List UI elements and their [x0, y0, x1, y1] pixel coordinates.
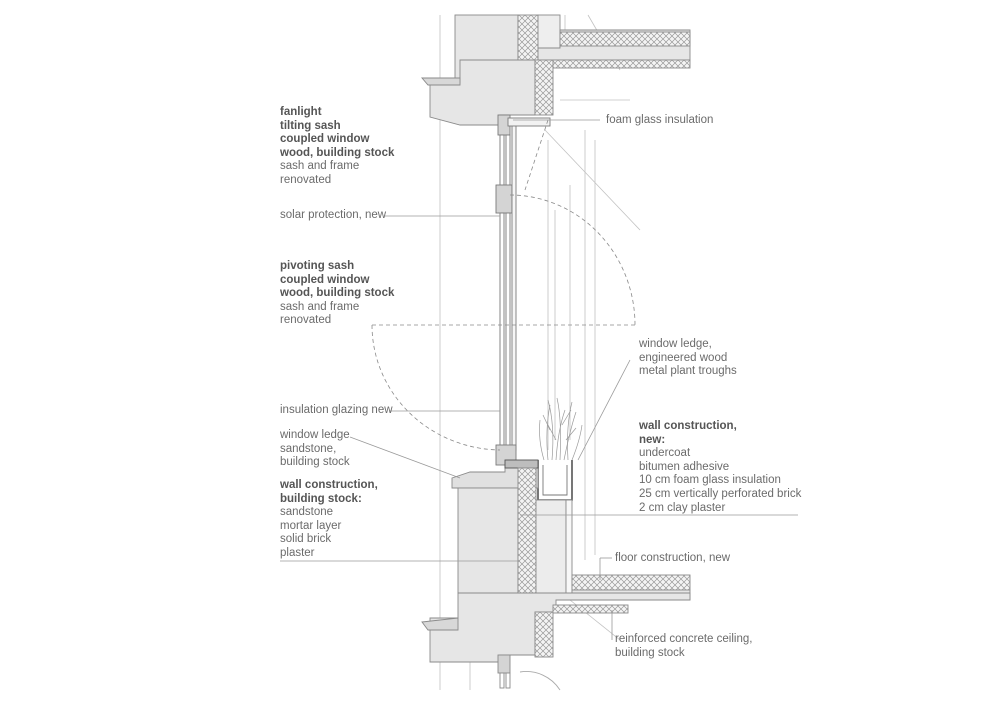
label-foam-glass: foam glass insulation: [606, 114, 713, 128]
label-line: coupled window: [280, 133, 370, 146]
label-line: wood, building stock: [280, 146, 395, 159]
label-line: tilting sash: [280, 119, 341, 132]
label-line: sash and frame: [280, 160, 360, 173]
label-floor-new: floor construction, new: [615, 552, 730, 566]
label-window-ledge-sandstone: window ledge sandstone, building stock: [280, 429, 350, 470]
label-line: plaster: [280, 546, 315, 559]
label-line: fanlight: [280, 106, 322, 118]
label-line: 25 cm vertically perforated brick: [639, 487, 802, 500]
label-insulation-glazing: insulation glazing new: [280, 404, 393, 418]
label-line: engineered wood: [639, 351, 728, 364]
label-line: new:: [639, 433, 666, 446]
label-window-ledge-wood: window ledge, engineered wood metal plan…: [639, 338, 737, 379]
label-line: window ledge: [280, 429, 350, 441]
label-line: coupled window: [280, 273, 370, 286]
leader-lines: [280, 119, 798, 640]
swing-arcs: [371, 119, 636, 451]
label-line: solar protection, new: [280, 209, 387, 221]
label-line: floor construction, new: [615, 552, 731, 564]
label-line: pivoting sash: [280, 260, 355, 272]
label-line: 10 cm foam glass insulation: [639, 474, 781, 487]
label-line: mortar layer: [280, 519, 342, 532]
plant-trough: [537, 397, 583, 501]
label-line: wall construction,: [280, 479, 378, 491]
label-line: building stock:: [280, 492, 362, 505]
label-line: renovated: [280, 173, 332, 186]
label-wall-new: wall construction, new: undercoat bitume…: [639, 420, 801, 515]
label-line: bitumen adhesive: [639, 460, 730, 473]
label-line: metal plant troughs: [639, 365, 737, 378]
label-line: solid brick: [280, 533, 332, 546]
label-line: sash and frame: [280, 300, 360, 313]
label-line: sandstone: [280, 506, 334, 519]
label-line: foam glass insulation: [606, 114, 714, 126]
upper-lintel: [421, 14, 691, 126]
label-line: building stock: [615, 646, 685, 659]
label-line: sandstone,: [280, 442, 337, 455]
label-line: 2 cm clay plaster: [639, 501, 726, 514]
label-wall-existing: wall construction, building stock: sands…: [280, 479, 378, 561]
label-line: wall construction,: [639, 420, 737, 432]
label-pivoting-sash: pivoting sash coupled window wood, build…: [280, 260, 394, 328]
label-concrete-ceiling: reinforced concrete ceiling, building st…: [615, 633, 752, 660]
window-frame: [495, 114, 551, 466]
label-line: insulation glazing new: [280, 404, 393, 416]
label-line: window ledge,: [639, 338, 712, 350]
label-fanlight: fanlight tilting sash coupled window woo…: [280, 106, 394, 188]
sill-and-wall: [421, 459, 691, 691]
label-line: renovated: [280, 314, 332, 327]
label-line: undercoat: [639, 447, 691, 460]
label-line: reinforced concrete ceiling,: [615, 633, 753, 645]
label-line: building stock: [280, 456, 350, 469]
label-line: wood, building stock: [280, 287, 395, 300]
label-solar-protection: solar protection, new: [280, 209, 386, 223]
